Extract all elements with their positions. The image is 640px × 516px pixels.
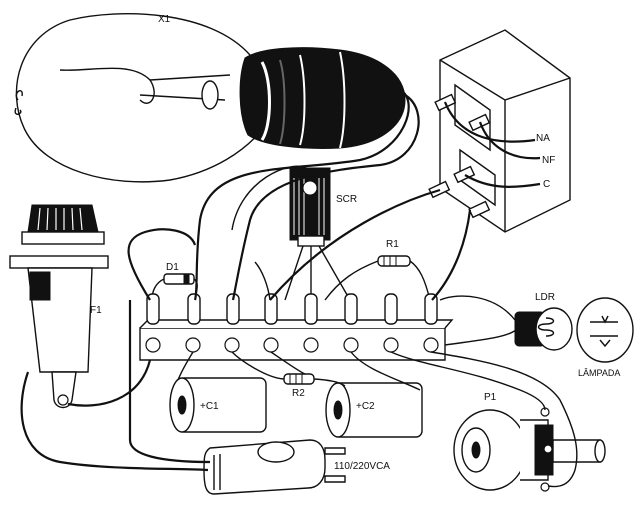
lampada-label: LÂMPADA <box>578 368 620 378</box>
lamp-label: X1 <box>158 14 171 25</box>
terminal-strip <box>139 293 454 361</box>
capacitor-c1 <box>169 377 267 433</box>
mains-plug <box>203 439 346 495</box>
fuse-label: F1 <box>90 305 102 316</box>
mains-label: 110/220VCA <box>334 461 390 472</box>
scr-label: SCR <box>336 194 357 205</box>
r2-label: R2 <box>292 388 305 399</box>
light-bulb-x1 <box>14 13 406 183</box>
resistor-r1 <box>324 255 431 301</box>
d1-label: D1 <box>166 262 179 273</box>
relay-component <box>428 29 571 233</box>
wiring <box>20 89 578 488</box>
ldr-label: LDR <box>535 292 555 303</box>
r1-label: R1 <box>386 239 399 250</box>
resistor-r2 <box>283 373 315 385</box>
potentiometer-p1 <box>453 407 606 492</box>
fuse-holder-f1 <box>9 204 109 409</box>
lampada-bulb <box>576 297 634 363</box>
c2-label: +C2 <box>356 401 375 412</box>
p1-label: P1 <box>484 392 497 403</box>
relay-c-label: C <box>543 179 550 190</box>
scr-component <box>284 167 351 301</box>
relay-nf-label: NF <box>542 155 555 166</box>
relay-na-label: NA <box>536 133 550 144</box>
ldr-sensor <box>514 307 573 351</box>
c1-label: +C1 <box>200 401 219 412</box>
